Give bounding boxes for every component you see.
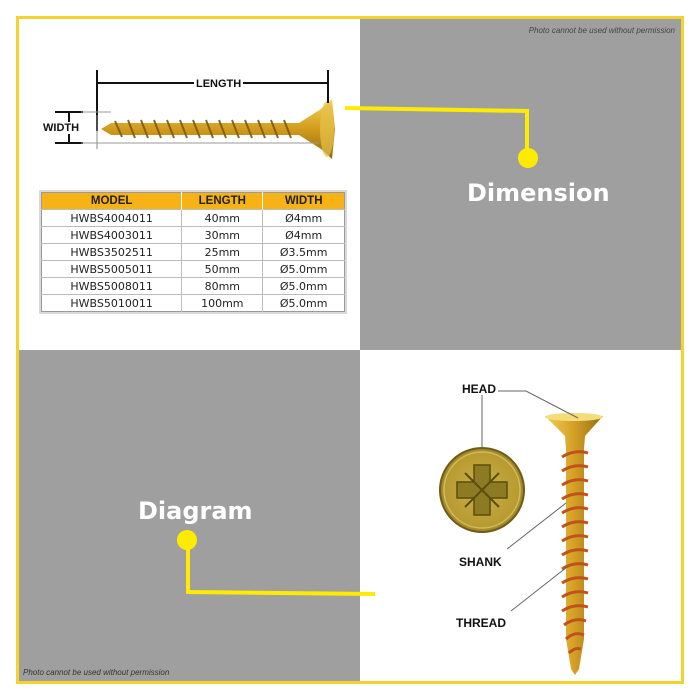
column-header-width: WIDTH xyxy=(262,192,345,210)
column-header-length: LENGTH xyxy=(181,192,264,210)
cell-model: HWBS5010011 xyxy=(41,294,183,312)
diagram-heading: Diagram xyxy=(138,497,253,525)
product-frame: Photo cannot be used without permission … xyxy=(16,16,684,684)
table-row: HWBS4003011 30mm Ø4mm xyxy=(41,226,345,244)
length-label: LENGTH xyxy=(194,78,244,90)
cell-width: Ø5.0mm xyxy=(262,277,345,295)
permission-notice-top: Photo cannot be used without permission xyxy=(528,26,675,35)
cell-model: HWBS5005011 xyxy=(41,260,183,278)
thread-label: THREAD xyxy=(456,616,506,630)
table-row: HWBS5008011 80mm Ø5.0mm xyxy=(41,277,345,295)
diagram-connector xyxy=(177,530,376,596)
diagram-panel xyxy=(360,350,681,681)
cell-width: Ø5.0mm xyxy=(262,260,345,278)
screw-head-top-view xyxy=(439,447,525,533)
vertical-screw-image xyxy=(545,413,603,675)
width-label: WIDTH xyxy=(41,122,82,134)
table-header-row: MODEL LENGTH WIDTH xyxy=(41,192,345,210)
table-row: HWBS4004011 40mm Ø4mm xyxy=(41,209,345,227)
diagram-title-panel xyxy=(19,350,360,681)
table-row: HWBS5005011 50mm Ø5.0mm xyxy=(41,260,345,278)
column-header-model: MODEL xyxy=(41,192,183,210)
width-dimension-line xyxy=(55,111,319,144)
table-row: HWBS5010011 100mm Ø5.0mm xyxy=(41,294,345,312)
part-leader-lines xyxy=(481,390,579,612)
cell-width: Ø3.5mm xyxy=(262,243,345,261)
cell-length: 50mm xyxy=(181,260,264,278)
permission-notice-bottom: Photo cannot be used without permission xyxy=(23,668,170,677)
cell-width: Ø4mm xyxy=(262,226,345,244)
shank-label: SHANK xyxy=(459,555,502,569)
cell-length: 25mm xyxy=(181,243,264,261)
dimension-title-panel xyxy=(360,19,681,350)
cell-width: Ø5.0mm xyxy=(262,294,345,312)
spec-table: MODEL LENGTH WIDTH HWBS4004011 40mm Ø4mm… xyxy=(41,192,345,312)
illustration-layer xyxy=(55,70,603,675)
cell-model: HWBS3502511 xyxy=(41,243,183,261)
dimension-heading: Dimension xyxy=(467,179,610,207)
cell-length: 30mm xyxy=(181,226,264,244)
cell-width: Ø4mm xyxy=(262,209,345,227)
cell-length: 100mm xyxy=(181,294,264,312)
cell-model: HWBS4003011 xyxy=(41,226,183,244)
dimension-connector xyxy=(344,106,538,168)
cell-length: 40mm xyxy=(181,209,264,227)
head-label: HEAD xyxy=(462,382,497,396)
horizontal-screw-image xyxy=(101,99,335,159)
cell-model: HWBS5008011 xyxy=(41,277,183,295)
cell-model: HWBS4004011 xyxy=(41,209,183,227)
table-row: HWBS3502511 25mm Ø3.5mm xyxy=(41,243,345,261)
cell-length: 80mm xyxy=(181,277,264,295)
